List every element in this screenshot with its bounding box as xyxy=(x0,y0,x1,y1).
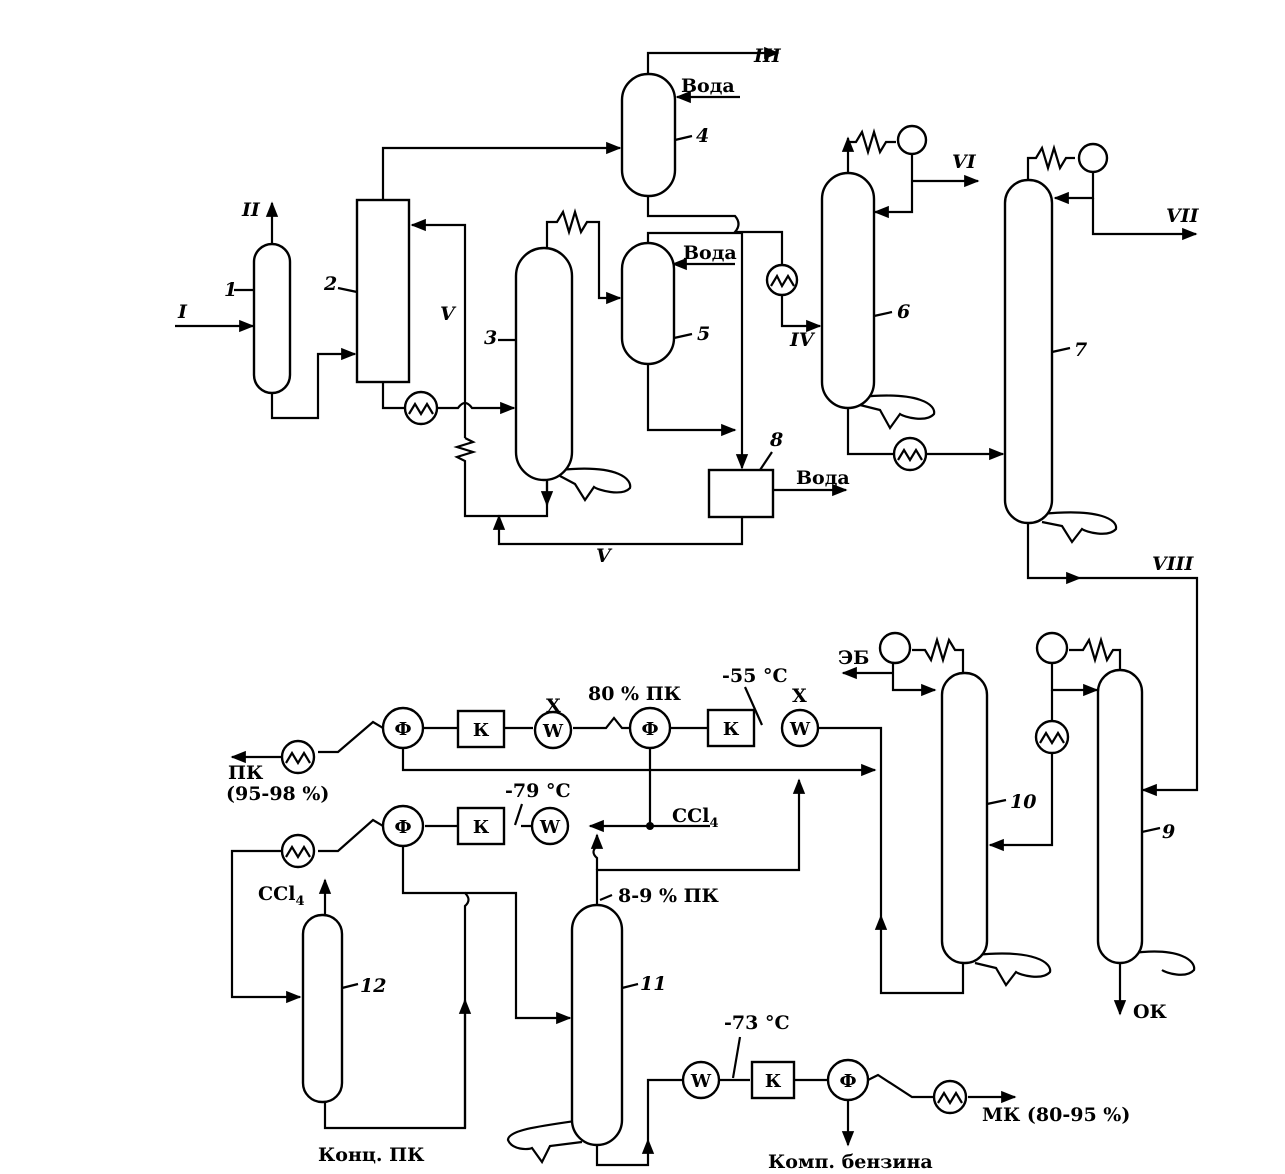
equip-num-4: 4 xyxy=(696,125,709,147)
svg-text:Ф: Ф xyxy=(839,1071,856,1092)
compressor-2: К xyxy=(706,708,756,748)
filter-1: Ф xyxy=(381,706,425,750)
stream-viii-label: VIII xyxy=(1152,553,1195,575)
stream-vii-label: VII xyxy=(1166,205,1200,227)
vessel-5 xyxy=(620,241,676,366)
pk-8-9-label: 8-9 % ПК xyxy=(618,885,720,907)
equip-num-10: 10 xyxy=(1010,791,1036,813)
stream-iv-label: IV xyxy=(789,329,816,351)
svg-text:К: К xyxy=(473,817,490,838)
heat-exchanger-2 xyxy=(765,263,799,297)
column-2 xyxy=(355,198,411,384)
equip-num-7: 7 xyxy=(1074,339,1087,361)
piping xyxy=(175,46,1199,1167)
svg-text:К: К xyxy=(765,1071,782,1092)
column-10 xyxy=(940,671,989,965)
column-6 xyxy=(820,171,876,410)
equip-num-5: 5 xyxy=(697,323,710,345)
stream-v-label-b: V xyxy=(596,545,613,567)
filter-4: Ф xyxy=(826,1058,870,1102)
heat-exchanger-1 xyxy=(403,390,439,426)
x-label-1: X xyxy=(546,695,561,717)
reflux-drum-10 xyxy=(878,631,912,665)
eb-label: ЭБ xyxy=(838,647,869,669)
heat-exchanger-5 xyxy=(280,739,316,775)
svg-text:W: W xyxy=(542,721,564,742)
stream-vi-label: VI xyxy=(952,151,977,173)
conc-pk-label: Конц. ПК xyxy=(318,1144,425,1166)
junction-dot xyxy=(646,822,654,830)
svg-text:W: W xyxy=(789,719,811,740)
svg-text:W: W xyxy=(690,1071,712,1092)
water-label-4: Вода xyxy=(681,75,735,97)
pk-product-label: ПК xyxy=(228,762,264,784)
separator-8 xyxy=(707,468,775,519)
heat-exchanger-4 xyxy=(1034,719,1070,755)
column-12 xyxy=(301,913,344,1104)
cooler-w-3: W xyxy=(530,806,570,846)
svg-text:W: W xyxy=(539,817,561,838)
cooler-w-1: W xyxy=(533,710,573,750)
filter-2: Ф xyxy=(628,706,672,750)
ccl4-in-label: CCl4 xyxy=(672,805,719,831)
reflux-drum-6 xyxy=(896,124,928,156)
equip-num-1: 1 xyxy=(224,279,237,301)
equip-num-12: 12 xyxy=(360,975,386,997)
temp-55-label: -55 °C xyxy=(722,665,788,687)
x-label-2: X xyxy=(792,685,807,707)
cooler-w-4: W xyxy=(681,1060,721,1100)
pk-80-label: 80 % ПК xyxy=(588,683,682,705)
pk-product-purity: (95-98 %) xyxy=(226,783,329,805)
stream-ii-label: II xyxy=(241,199,261,221)
equip-num-2: 2 xyxy=(323,273,337,295)
vessel-4 xyxy=(620,72,677,198)
heat-exchanger-7 xyxy=(932,1079,968,1115)
column-9 xyxy=(1096,668,1144,965)
compressor-3: К xyxy=(456,806,506,846)
equipment: W W W W К К К К xyxy=(252,72,1144,1147)
cooler-w-2: W xyxy=(780,708,820,748)
ok-label: ОК xyxy=(1133,1001,1168,1023)
stream-iii-label: III xyxy=(753,45,782,67)
stream-v-label-a: V xyxy=(440,303,457,325)
water-label-8: Вода xyxy=(796,467,850,489)
ccl4-out-label: CCl4 xyxy=(258,883,305,909)
temp-79-label: -79 °C xyxy=(505,780,571,802)
compressor-1: К xyxy=(456,709,506,749)
filter-3: Ф xyxy=(381,804,425,848)
stream-i-label: I xyxy=(177,301,188,323)
mk-label: МК (80-95 %) xyxy=(982,1104,1130,1126)
column-3 xyxy=(514,246,574,482)
heat-exchanger-6 xyxy=(280,833,316,869)
reflux-drum-9 xyxy=(1035,631,1069,665)
svg-text:К: К xyxy=(723,719,740,740)
reflux-drum-7 xyxy=(1077,142,1109,174)
equip-num-9: 9 xyxy=(1162,821,1175,843)
water-label-5: Вода xyxy=(683,242,737,264)
equip-num-11: 11 xyxy=(640,973,666,995)
equip-num-8: 8 xyxy=(769,429,783,451)
column-1 xyxy=(252,242,292,395)
equip-num-6: 6 xyxy=(897,301,910,323)
temp-73-label: -73 °C xyxy=(724,1012,790,1034)
svg-text:К: К xyxy=(473,720,490,741)
equip-num-3: 3 xyxy=(484,327,497,349)
compressor-4: К xyxy=(750,1060,796,1100)
column-7 xyxy=(1003,178,1054,525)
heat-exchanger-3 xyxy=(892,436,928,472)
svg-text:Ф: Ф xyxy=(641,719,658,740)
gasoline-label: Комп. бензина xyxy=(768,1151,933,1173)
column-11 xyxy=(570,903,624,1147)
labels: I II III IV V V VI VII VIII 1 2 3 4 5 6 … xyxy=(177,45,1200,1173)
svg-text:Ф: Ф xyxy=(394,817,411,838)
svg-text:Ф: Ф xyxy=(394,719,411,740)
